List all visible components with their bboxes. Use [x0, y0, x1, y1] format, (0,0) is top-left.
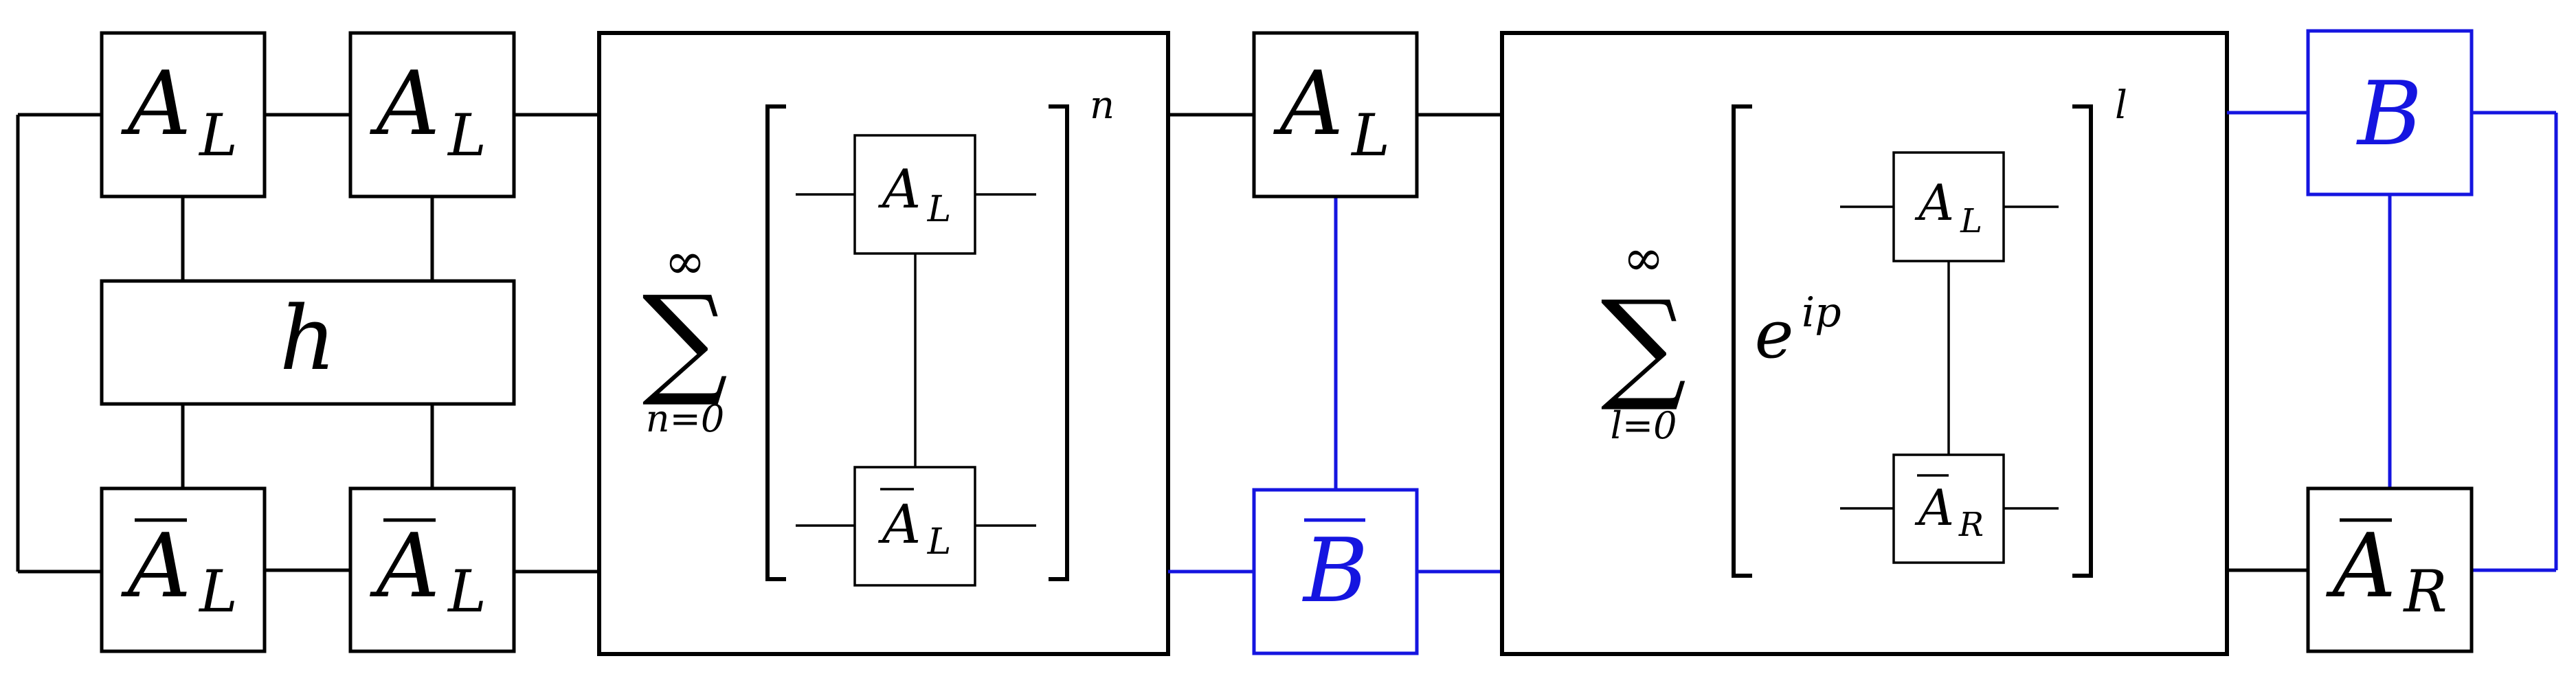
sum-n-right-bracket: [1049, 104, 1069, 581]
tensor-a-l-3-label: A: [1273, 53, 1343, 155]
tensor-a-l-conj-2-label: A: [370, 515, 440, 618]
tensor-b-label: B: [2356, 63, 2422, 166]
tensor-a-l-conj-1-sub: L: [198, 558, 238, 625]
tensor-a-l-conj-1: [100, 486, 267, 653]
sum-n-inner-a-l-conj: [853, 466, 976, 587]
sum-n-inner-a-l: [853, 134, 976, 255]
sum-l-lower-limit: l=0: [1611, 404, 1677, 447]
sum-l-symbol: ∑: [1601, 275, 1687, 415]
sum-l-inner-a-l-label: A: [1914, 174, 1954, 232]
sum-l-inner-a-l: [1892, 151, 2005, 262]
left-section: A L A L h A L A L: [16, 31, 599, 653]
sum-n-box: [597, 31, 1170, 656]
right-section: B A R: [2227, 29, 2558, 653]
tensor-a-l-conj-1-label: A: [121, 515, 191, 618]
sum-n-upper-limit: ∞: [664, 232, 706, 290]
hamiltonian-h-box: [100, 279, 516, 406]
sum-n-power: n: [1090, 83, 1115, 128]
tensor-b-conj-label: B: [1302, 520, 1368, 622]
hamiltonian-h-label: h: [280, 288, 336, 390]
sum-l-right-bracket: [2072, 104, 2093, 578]
sum-l-left-bracket: [1732, 104, 1752, 578]
tensor-a-l-conj-2-sub: L: [447, 558, 486, 625]
sum-n-lower-limit: n=0: [646, 397, 724, 440]
sum-l-power: l: [2115, 83, 2127, 128]
sum-l-inner-a-l-sub: L: [1960, 202, 1982, 240]
tensor-a-l-1-label: A: [121, 53, 191, 155]
sum-l-inner-a-r-conj-label: A: [1914, 479, 1954, 537]
sum-l-box: [1500, 31, 2229, 656]
sum-l-phase-exponent: ip: [1802, 289, 1841, 337]
tensor-a-r-conj-sub: R: [2402, 558, 2447, 625]
tensor-a-l-1-sub: L: [198, 102, 238, 169]
tensor-a-l-3-sub: L: [1350, 102, 1390, 169]
tensor-b: [2306, 29, 2474, 196]
sum-n-left-bracket: [765, 104, 786, 581]
tensor-a-l-2-sub: L: [447, 102, 486, 169]
tensor-a-l-2-label: A: [370, 53, 440, 155]
sum-l-phase-base: e: [1755, 296, 1794, 373]
sum-n-section: ∞ ∑ n=0 n A L A L: [597, 31, 1170, 656]
tensor-a-r-conj: [2306, 486, 2474, 653]
tensor-b-conj: [1252, 488, 1419, 655]
sum-n-symbol: ∑: [642, 271, 728, 410]
sum-l-upper-limit: ∞: [1623, 229, 1664, 286]
tensor-a-l-3: [1252, 31, 1419, 199]
sum-n-inner-a-l-sub: L: [927, 189, 952, 230]
sum-n-inner-a-l-conj-label: A: [878, 494, 921, 556]
tensor-a-l-1: [100, 31, 267, 199]
tensor-a-r-conj-label: A: [2326, 515, 2396, 618]
sum-l-inner-a-r-conj: [1892, 453, 2005, 564]
sum-n-inner-a-l-conj-sub: L: [927, 521, 952, 563]
sum-l-section: ∞ ∑ l=0 l e ip A L A R: [1500, 31, 2229, 656]
tensor-a-l-2: [348, 31, 516, 199]
sum-l-inner-a-r-conj-sub: R: [1958, 506, 1984, 544]
tensor-a-l-conj-2: [348, 486, 516, 653]
middle-section: A L B: [1168, 31, 1502, 655]
sum-n-inner-a-l-label: A: [878, 159, 921, 221]
